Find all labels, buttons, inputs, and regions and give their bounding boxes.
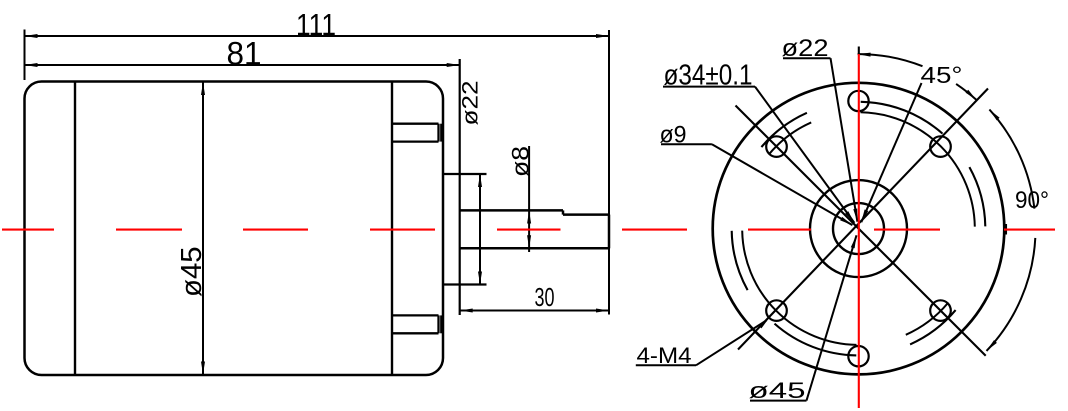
svg-text:ø9: ø9	[660, 122, 687, 149]
svg-text:ø45: ø45	[749, 378, 806, 403]
svg-text:90°: 90°	[1015, 188, 1049, 214]
svg-text:81: 81	[227, 36, 262, 72]
svg-text:111: 111	[296, 8, 336, 42]
svg-text:ø34±0.1: ø34±0.1	[664, 60, 753, 92]
svg-text:ø45: ø45	[176, 246, 208, 297]
svg-text:ø8: ø8	[508, 146, 535, 177]
svg-text:30: 30	[535, 282, 555, 312]
svg-text:4-M4: 4-M4	[637, 343, 692, 368]
svg-text:ø22: ø22	[782, 35, 829, 62]
svg-text:45°: 45°	[921, 62, 963, 88]
svg-text:ø22: ø22	[458, 81, 483, 126]
